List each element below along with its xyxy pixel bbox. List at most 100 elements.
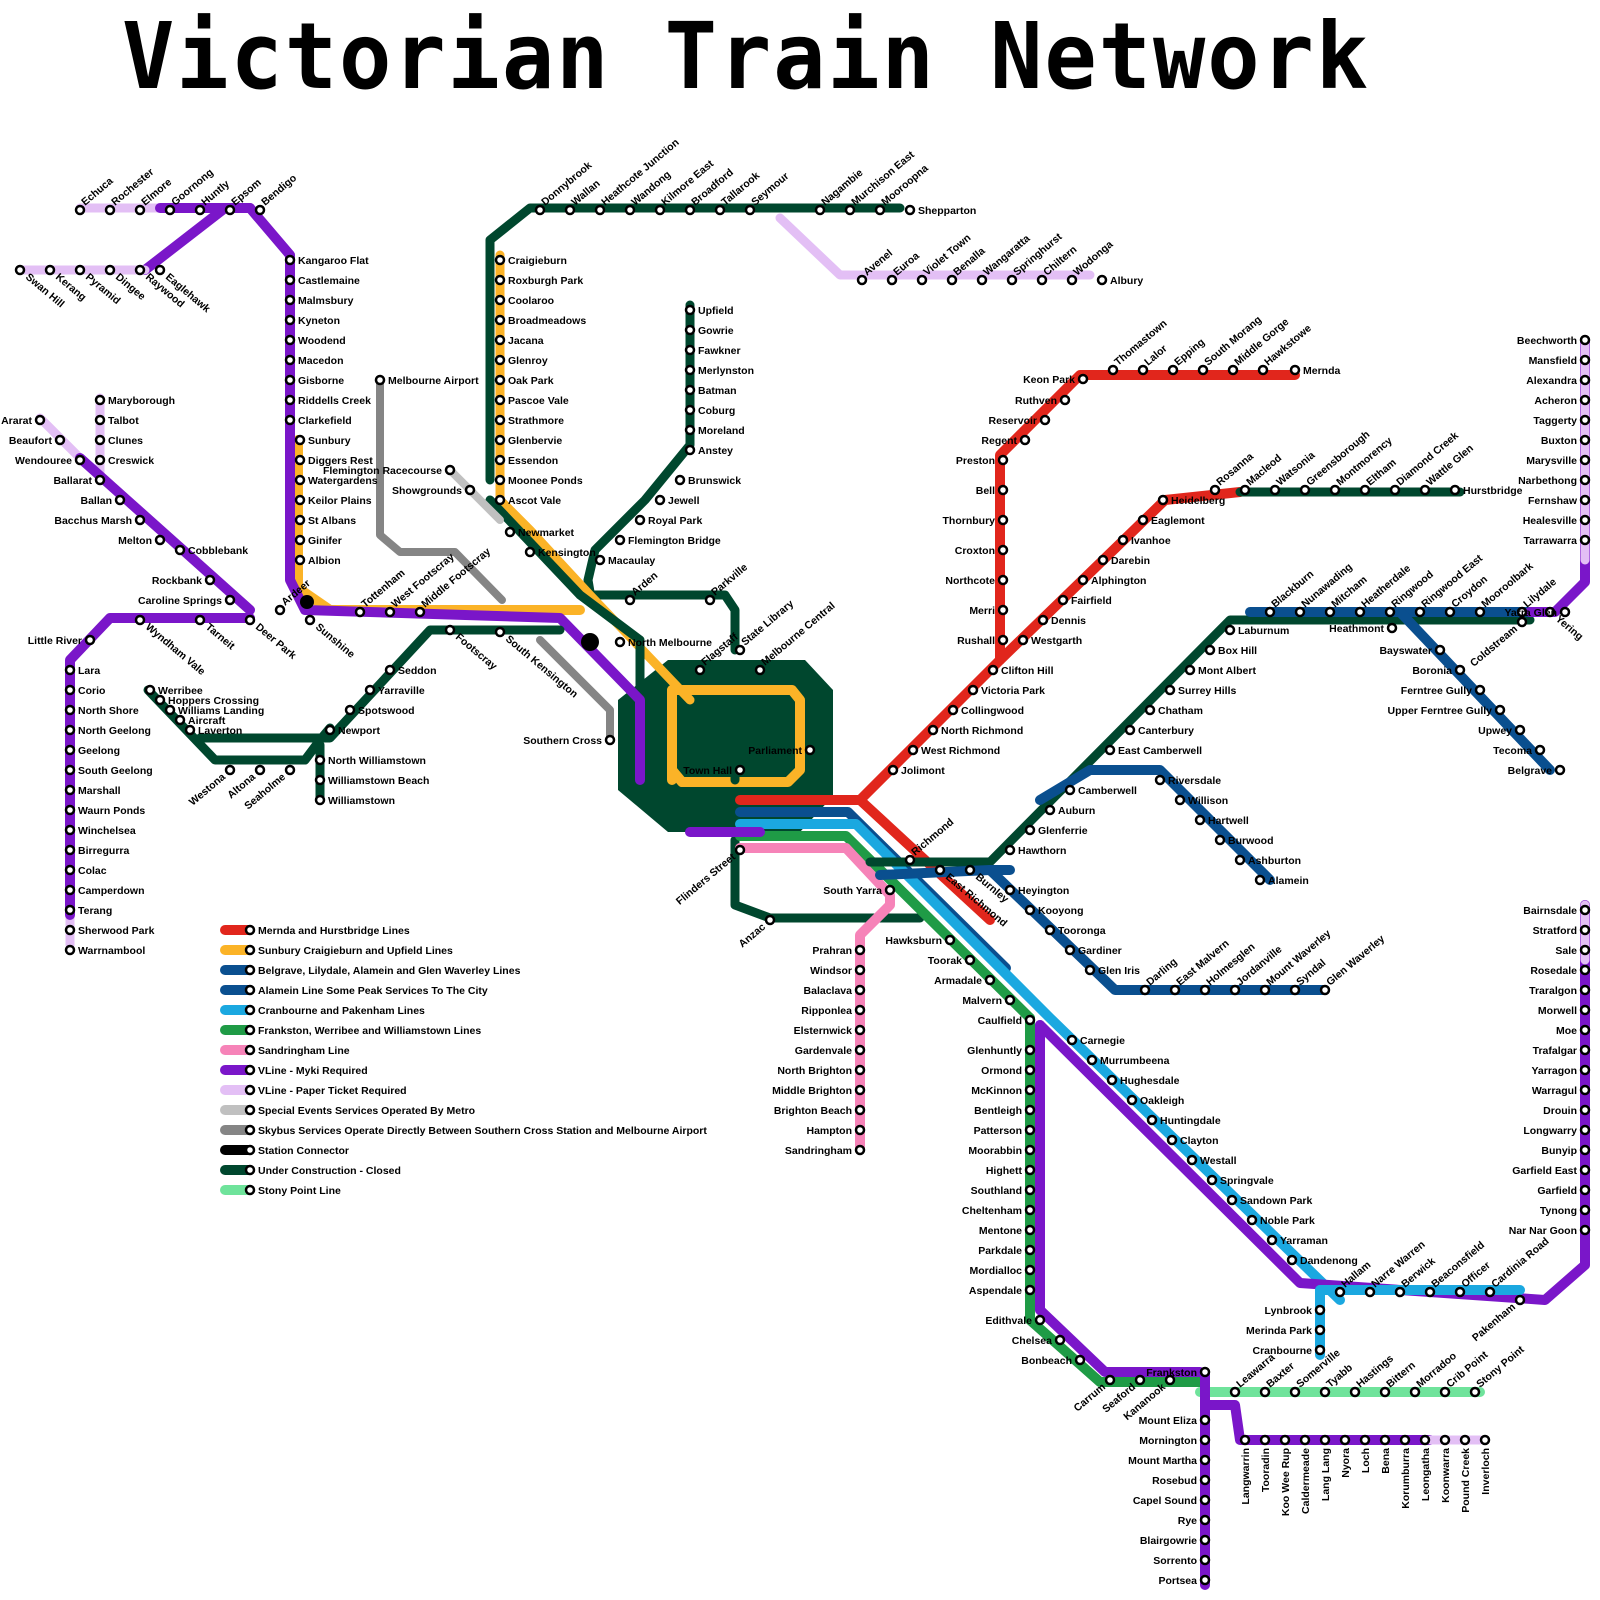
- station-southland[interactable]: [1024, 1184, 1036, 1196]
- station-state-library[interactable]: [734, 644, 746, 656]
- station-somerville[interactable]: [1289, 1386, 1301, 1398]
- station-koo-wee-rup[interactable]: [1279, 1434, 1291, 1446]
- station-wandong[interactable]: [624, 204, 636, 216]
- station-pound-creek[interactable]: [1459, 1434, 1471, 1446]
- station-patterson[interactable]: [1024, 1124, 1036, 1136]
- station-bacchus-marsh[interactable]: [134, 514, 146, 526]
- station-werribee[interactable]: [144, 684, 156, 696]
- station-hawthorn[interactable]: [1004, 844, 1016, 856]
- station-st-albans[interactable]: [294, 514, 306, 526]
- station-mornington[interactable]: [1199, 1434, 1211, 1446]
- station-northcote[interactable]: [997, 574, 1009, 586]
- station-broadford[interactable]: [684, 204, 696, 216]
- station-baxter[interactable]: [1259, 1386, 1271, 1398]
- station-aspendale[interactable]: [1024, 1284, 1036, 1296]
- station-healesville[interactable]: [1579, 514, 1591, 526]
- station-greensborough[interactable]: [1299, 484, 1311, 496]
- station-springvale[interactable]: [1206, 1174, 1218, 1186]
- station-melbourne-central[interactable]: [754, 664, 766, 676]
- station-diamond-creek[interactable]: [1389, 484, 1401, 496]
- station-beaconsfield[interactable]: [1424, 1286, 1436, 1298]
- station-glenhuntly[interactable]: [1024, 1044, 1036, 1056]
- station-brighton-beach[interactable]: [854, 1104, 866, 1116]
- station-birregurra[interactable]: [64, 844, 76, 856]
- station-kyneton[interactable]: [284, 314, 296, 326]
- station-glenbervie[interactable]: [494, 434, 506, 446]
- station-nyora[interactable]: [1339, 1434, 1351, 1446]
- station-south-kensington[interactable]: [494, 626, 506, 638]
- station-highett[interactable]: [1024, 1164, 1036, 1176]
- station-mckinnon[interactable]: [1024, 1084, 1036, 1096]
- station-craigieburn[interactable]: [494, 254, 506, 266]
- station-seymour[interactable]: [744, 204, 756, 216]
- station-hastings[interactable]: [1349, 1386, 1361, 1398]
- station-dandenong[interactable]: [1286, 1254, 1298, 1266]
- station-gowrie[interactable]: [684, 324, 696, 336]
- station-tooronga[interactable]: [1044, 924, 1056, 936]
- station-koonwarra[interactable]: [1439, 1434, 1451, 1446]
- station-clifton-hill[interactable]: [987, 664, 999, 676]
- station-thomastown[interactable]: [1107, 364, 1119, 376]
- station-kensington[interactable]: [524, 546, 536, 558]
- station-traralgon[interactable]: [1579, 984, 1591, 996]
- station-rosanna[interactable]: [1209, 484, 1221, 496]
- station-carnegie[interactable]: [1066, 1034, 1078, 1046]
- station-town-hall[interactable]: [734, 764, 746, 776]
- station-ballarat[interactable]: [94, 474, 106, 486]
- station-tarrawarra[interactable]: [1579, 534, 1591, 546]
- station-box-hill[interactable]: [1204, 644, 1216, 656]
- station-bairnsdale[interactable]: [1579, 904, 1591, 916]
- station-blairgowrie[interactable]: [1199, 1534, 1211, 1546]
- station-clayton[interactable]: [1166, 1134, 1178, 1146]
- station-pyramid[interactable]: [74, 264, 86, 276]
- station-morwell[interactable]: [1579, 1004, 1591, 1016]
- station-altona[interactable]: [254, 764, 266, 776]
- station-armadale[interactable]: [984, 974, 996, 986]
- station-epping[interactable]: [1167, 364, 1179, 376]
- station-kerang[interactable]: [44, 264, 56, 276]
- station-camperdown[interactable]: [64, 884, 76, 896]
- station-prahran[interactable]: [854, 944, 866, 956]
- station-creswick[interactable]: [94, 454, 106, 466]
- station-capel-sound[interactable]: [1199, 1494, 1211, 1506]
- station-garfield-east[interactable]: [1579, 1164, 1591, 1176]
- station-seddon[interactable]: [384, 664, 396, 676]
- station-cranbourne[interactable]: [1314, 1344, 1326, 1356]
- station-marysville[interactable]: [1579, 454, 1591, 466]
- station-ferntree-gully[interactable]: [1474, 684, 1486, 696]
- station-cobblebank[interactable]: [174, 544, 186, 556]
- station-tooradin[interactable]: [1259, 1434, 1271, 1446]
- station-garfield[interactable]: [1579, 1184, 1591, 1196]
- station-narbethong[interactable]: [1579, 474, 1591, 486]
- station-elsternwick[interactable]: [854, 1024, 866, 1036]
- station-riddells-creek[interactable]: [284, 394, 296, 406]
- station-castlemaine[interactable]: [284, 274, 296, 286]
- station-coolaroo[interactable]: [494, 294, 506, 306]
- station-glenroy[interactable]: [494, 354, 506, 366]
- station-seaholme[interactable]: [284, 764, 296, 776]
- station-southern-cross[interactable]: [604, 734, 616, 746]
- station-warrnambool[interactable]: [64, 944, 76, 956]
- station-bell[interactable]: [997, 484, 1009, 496]
- station-ararat[interactable]: [34, 414, 46, 426]
- station-yering[interactable]: [1544, 606, 1556, 618]
- station-yarragon[interactable]: [1579, 1064, 1591, 1076]
- station-pascoe-vale[interactable]: [494, 394, 506, 406]
- station-morradoo[interactable]: [1409, 1386, 1421, 1398]
- station-mooroolbark[interactable]: [1474, 606, 1486, 618]
- station-regent[interactable]: [1019, 434, 1031, 446]
- station-mount-eliza[interactable]: [1199, 1414, 1211, 1426]
- station-westona[interactable]: [224, 764, 236, 776]
- station-ashburton[interactable]: [1234, 854, 1246, 866]
- station-portsea[interactable]: [1199, 1574, 1211, 1586]
- station-glen-waverley[interactable]: [1319, 984, 1331, 996]
- station-sandringham[interactable]: [854, 1144, 866, 1156]
- station-jewell[interactable]: [654, 494, 666, 506]
- station-hoppers-crossing[interactable]: [154, 694, 166, 706]
- station-oak-park[interactable]: [494, 374, 506, 386]
- station-lynbrook[interactable]: [1314, 1304, 1326, 1316]
- station-hartwell[interactable]: [1194, 814, 1206, 826]
- station-syndal[interactable]: [1289, 984, 1301, 996]
- station-alamein[interactable]: [1254, 874, 1266, 886]
- station-keilor-plains[interactable]: [294, 494, 306, 506]
